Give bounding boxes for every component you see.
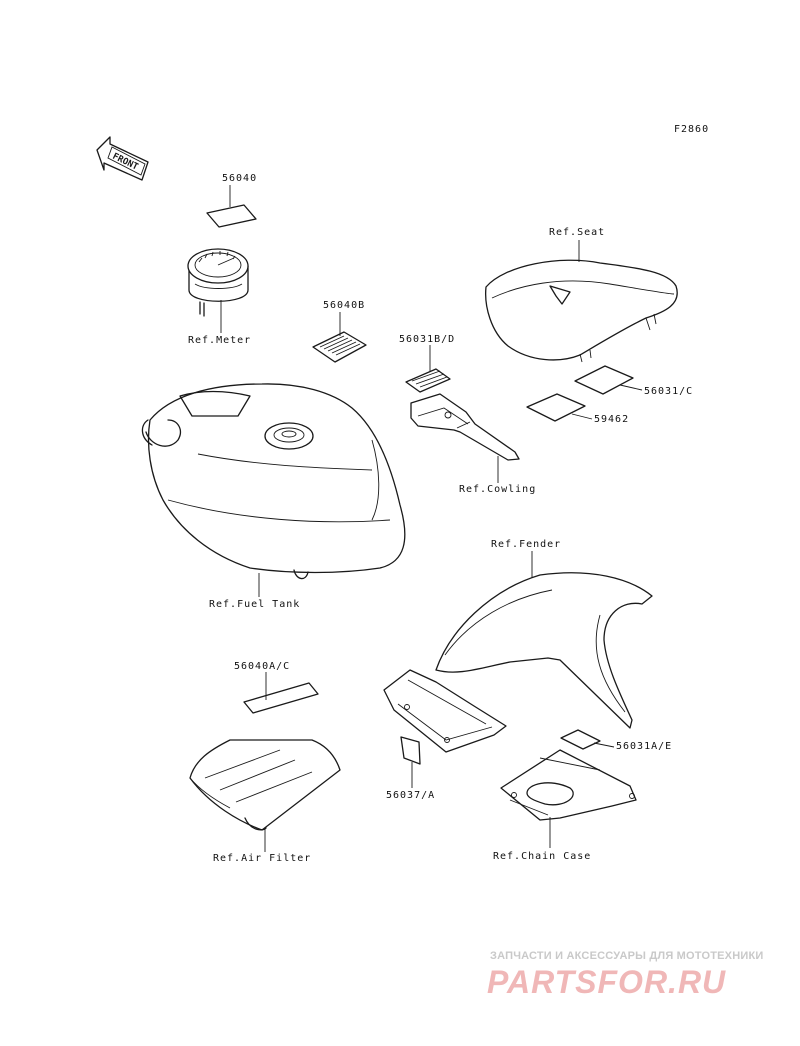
label-56040: 56040	[222, 173, 258, 184]
air-filter-part	[189, 739, 341, 831]
label-56031c: 56031/C	[644, 386, 694, 397]
front-arrow-text: FRONT	[111, 152, 140, 173]
label-air-filter: Ref.Air Filter	[213, 853, 312, 864]
sticker-56031c	[574, 365, 634, 395]
label-59462: 59462	[594, 414, 630, 425]
sticker-56031ae	[560, 729, 601, 750]
meter-part	[187, 248, 249, 317]
label-fuel-tank: Ref.Fuel Tank	[209, 599, 301, 610]
sticker-59462	[526, 393, 586, 422]
seat-part	[485, 259, 678, 363]
sticker-56040b	[312, 331, 367, 363]
label-meter: Ref.Meter	[188, 335, 252, 346]
front-arrow: FRONT	[96, 136, 149, 181]
label-fender: Ref.Fender	[491, 539, 562, 550]
sticker-56031bd	[405, 368, 451, 393]
cowling-part	[410, 393, 520, 461]
label-56031bd: 56031B/D	[399, 334, 456, 345]
label-56037a: 56037/A	[386, 790, 436, 801]
watermark-tagline: ЗАПЧАСТИ И АКСЕССУАРЫ ДЛЯ МОТОТЕХНИКИ	[490, 950, 764, 962]
sticker-56037a	[400, 736, 421, 765]
label-56040ac: 56040A/C	[234, 661, 291, 672]
label-seat: Ref.Seat	[549, 227, 606, 238]
fuel-tank-part	[141, 383, 406, 580]
figure-code: F2860	[674, 124, 710, 135]
fender-part	[383, 572, 653, 753]
sticker-56040ac	[243, 682, 319, 714]
chain-case-part	[500, 749, 637, 821]
label-cowling: Ref.Cowling	[459, 484, 537, 495]
label-56040b: 56040B	[323, 300, 366, 311]
label-56031ae: 56031A/E	[616, 741, 673, 752]
watermark-logo: PARTSFOR.RU	[487, 964, 727, 1000]
sticker-56040	[206, 204, 257, 228]
label-chain-case: Ref.Chain Case	[493, 851, 592, 862]
